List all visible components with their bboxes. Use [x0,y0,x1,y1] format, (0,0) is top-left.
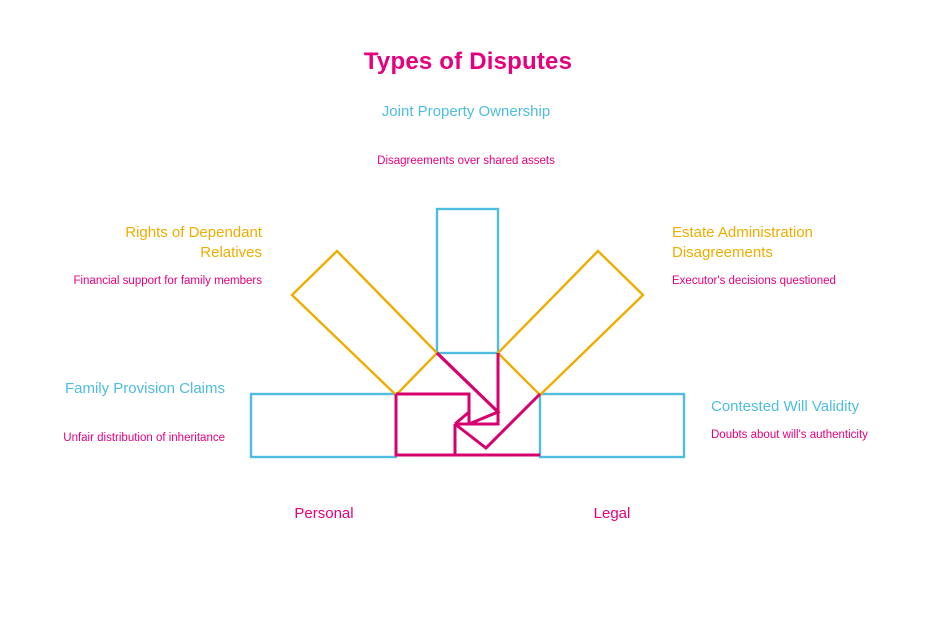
node-label-family-provision-claims: Family Provision Claims [64,380,225,397]
node-label-estate-administration-disagreements: Estate Administration Disagreements [672,224,813,261]
shape-estate-administration-disagreements [496,249,645,397]
node-label-joint-property-ownership: Joint Property Ownership [381,103,551,120]
page-title: Types of Disputes [363,48,573,75]
shape-rights-of-dependant-relatives [290,249,439,397]
shape-pink-notch [454,410,470,426]
node-desc-rights-of-dependant-relatives: Financial support for family members [73,275,262,287]
node-desc-joint-property-ownership: Disagreements over shared assets [377,155,555,167]
shape-pink-step-left [394,394,540,457]
shape-pink-chevron-lower [454,392,542,450]
shape-pink-stem [469,353,500,426]
shape-pink-step-top [396,392,471,426]
node-desc-contested-will-validity: Doubts about will's authenticity [711,429,868,441]
shape-family-provision-claims [249,392,398,459]
node-label-rights-of-dependant-relatives: Rights of Dependant Relatives [125,224,262,261]
axis-label-personal: Personal [294,505,354,522]
node-desc-estate-administration-disagreements: Executor's decisions questioned [672,275,836,287]
node-desc-family-provision-claims: Unfair distribution of inheritance [63,432,225,444]
node-label-contested-will-validity: Contested Will Validity [711,398,860,415]
axis-label-legal: Legal [593,505,631,522]
shape-joint-property-ownership [435,207,500,355]
shape-contested-will-validity [538,392,686,459]
